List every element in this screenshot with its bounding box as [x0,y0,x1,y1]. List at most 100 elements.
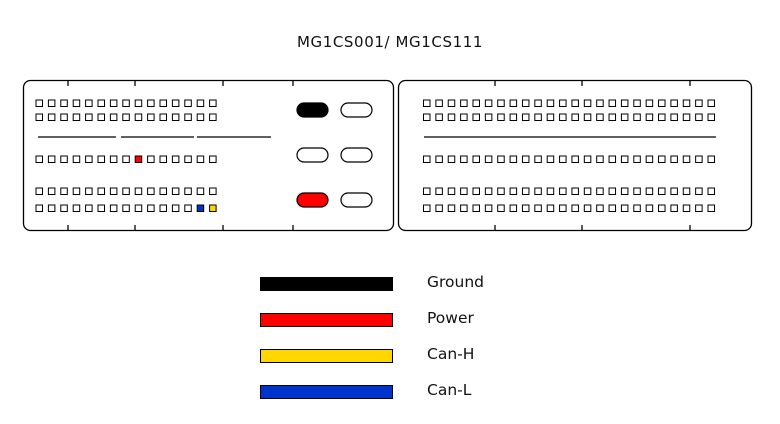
right-pin [460,155,468,163]
right-pin [447,113,456,121]
right-pin [497,113,505,121]
right-pin [707,155,716,163]
right-pin [509,204,518,212]
right-pin [472,155,480,163]
large-pin [296,147,329,163]
right-pin [521,155,530,163]
left-pin [209,187,217,195]
right-pin [559,113,567,121]
right-pin [658,99,666,107]
left-pin [171,113,180,121]
left-pin [134,113,143,121]
left-connector-housing [22,79,395,232]
right-pin [596,155,604,163]
left-pin [159,155,167,163]
right-pin [546,187,555,195]
legend-swatch-can-l [260,385,393,399]
left-pin [171,204,180,212]
left-pin [60,204,68,212]
left-pin [184,113,192,121]
right-connector-housing [397,79,753,232]
right-pin [583,99,592,107]
large-pin-power [296,192,329,208]
right-pin [521,113,530,121]
right-pin [484,204,493,212]
left-pin [159,113,167,121]
left-pin [196,113,205,121]
right-pin [509,187,518,195]
right-pin [608,99,617,107]
right-pin [497,187,505,195]
left-pin [171,155,180,163]
left-pin [209,155,217,163]
left-pin [184,155,192,163]
left-pin [147,187,155,195]
left-pin [122,204,130,212]
right-pin [682,113,691,121]
right-pin [633,99,641,107]
left-pin [47,155,56,163]
right-pin [472,113,480,121]
left-pin [109,204,118,212]
right-pin [571,99,579,107]
right-pin [620,99,629,107]
left-pin [209,113,217,121]
left-pin [72,187,81,195]
right-pin [559,187,567,195]
right-pin [670,99,678,107]
left-pin [147,204,155,212]
right-pin [509,155,518,163]
right-pin [670,204,678,212]
left-pin [85,113,93,121]
right-pin [707,187,716,195]
right-pin [571,187,579,195]
left-pin [184,99,192,107]
right-pin [596,204,604,212]
right-pin [472,99,480,107]
right-pin [509,99,518,107]
left-pin [47,187,56,195]
left-pin [134,204,143,212]
right-pin [423,155,431,163]
right-pin [583,155,592,163]
left-pin-can-h [209,204,217,212]
right-pin [608,204,617,212]
right-pin [658,113,666,121]
left-pin [122,99,130,107]
right-pin [484,99,493,107]
right-pin [658,155,666,163]
right-pin [596,99,604,107]
right-pin [423,204,431,212]
right-pin [658,187,666,195]
right-pin [423,113,431,121]
large-pin [340,102,373,118]
right-pin [620,113,629,121]
right-pin [559,155,567,163]
left-pin [35,204,43,212]
legend-label-can-h: Can-H [427,345,475,363]
right-pin [695,113,703,121]
right-pin [435,204,443,212]
left-pin [72,155,81,163]
right-pin [534,204,542,212]
right-pin [571,113,579,121]
right-pin [658,204,666,212]
right-pin [645,113,654,121]
left-pin [85,204,93,212]
right-pin [534,155,542,163]
right-pin [583,113,592,121]
right-pin [484,187,493,195]
legend-swatch-ground [260,277,393,291]
left-pin [147,155,155,163]
right-pin [633,187,641,195]
right-pin [670,155,678,163]
right-pin [472,204,480,212]
right-pin [460,99,468,107]
left-pin [97,155,105,163]
left-pin [184,187,192,195]
left-pin [35,187,43,195]
right-pin [620,204,629,212]
right-pin [559,204,567,212]
right-pin [460,113,468,121]
right-pin [620,187,629,195]
